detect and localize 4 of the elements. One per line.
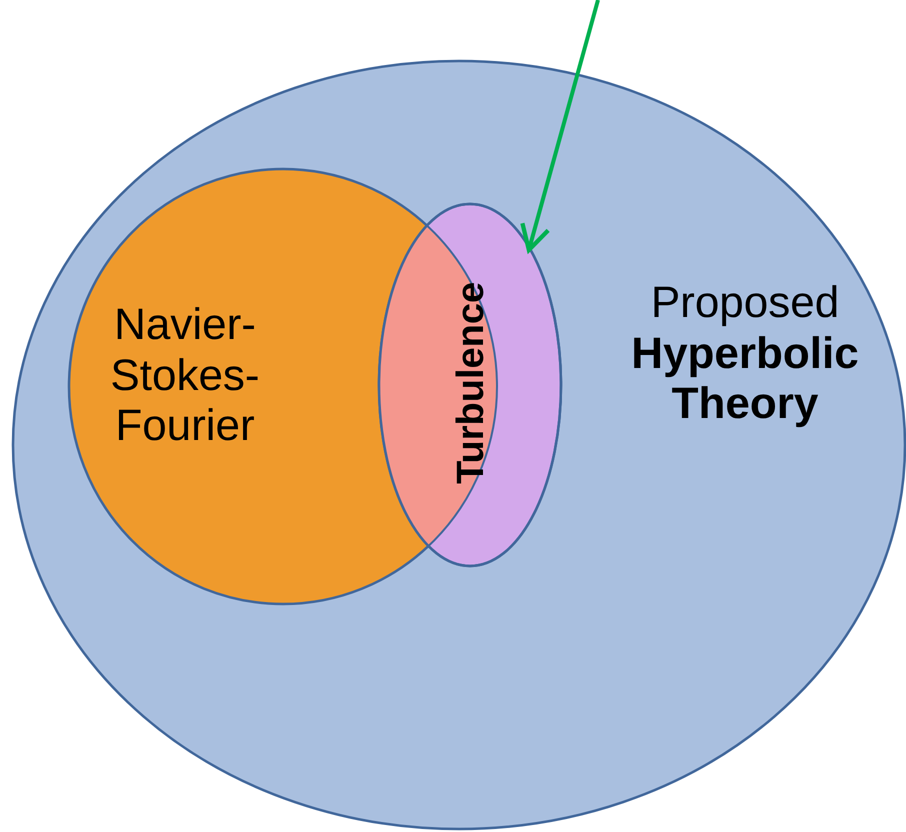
set-label: Navier-Stokes-Fourier [109,300,261,452]
set-label: Proposed Hyperbolic Theory [630,278,860,430]
arrow [520,0,600,252]
set-label: Turbulence [450,282,494,484]
